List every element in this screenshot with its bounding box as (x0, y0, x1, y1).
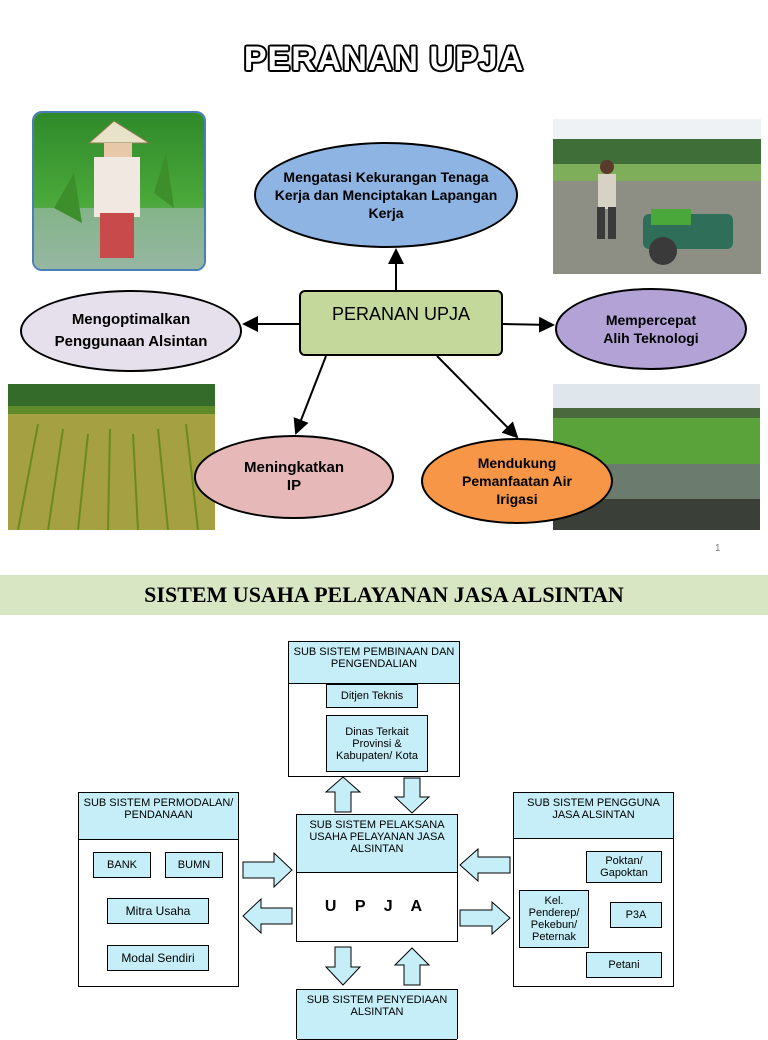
arrow-up-from-penyediaan (393, 947, 431, 986)
slide-title: PERANAN UPJA (243, 40, 525, 78)
photo-farmer-seedlings (32, 111, 206, 271)
arrow-to-right (502, 316, 555, 333)
upja-label-wrap: U P J A (297, 873, 457, 941)
arrow-right-to-pengguna (459, 900, 511, 936)
upja-label: U P J A (324, 898, 430, 915)
role-bottom-right-label: Mendukung Pemanfaatan Air Irigasi (462, 455, 572, 507)
role-bottom-left-label: Meningkatkan IP (243, 459, 345, 494)
role-right-label: Mempercepat Alih Teknologi (603, 312, 699, 346)
slide2-title: SISTEM USAHA PELAYANAN JASA ALSINTAN (144, 582, 624, 607)
subsystem-permodalan-header: SUB SISTEM PERMODALAN/ PENDANAAN (79, 793, 238, 840)
arrow-to-bottom-right (436, 355, 519, 439)
slide-peranan-upja: PERANAN UPJA (8, 40, 761, 554)
item-poktan: Poktan/ Gapoktan (586, 851, 662, 883)
subsystem-penyediaan-header: SUB SISTEM PENYEDIAAN ALSINTAN (297, 990, 457, 1040)
center-box-label: PERANAN UPJA (331, 304, 471, 324)
arrow-left-from-pengguna (459, 847, 511, 883)
role-left-label: Mengoptimalkan Penggunaan Alsintan (54, 311, 208, 350)
role-top-label: Mengatasi Kekurangan Tenaga Kerja dan Me… (274, 169, 498, 221)
item-petani: Petani (586, 952, 662, 978)
role-ellipse-bottom-right: Mendukung Pemanfaatan Air Irigasi (421, 438, 613, 524)
subsystem-permodalan: SUB SISTEM PERMODALAN/ PENDANAAN BANK BU… (78, 792, 239, 987)
item-mitra-usaha: Mitra Usaha (107, 898, 209, 924)
subsystem-pembinaan-header: SUB SISTEM PEMBINAAN DAN PENGENDALIAN (289, 642, 459, 684)
subsystem-penyediaan: SUB SISTEM PENYEDIAAN ALSINTAN (296, 989, 458, 1040)
photo-hand-tractor (553, 119, 761, 274)
role-ellipse-top: Mengatasi Kekurangan Tenaga Kerja dan Me… (254, 142, 518, 248)
item-p3a: P3A (610, 902, 662, 928)
slide2-title-banner: SISTEM USAHA PELAYANAN JASA ALSINTAN (0, 575, 768, 615)
item-dinas-terkait: Dinas Terkait Provinsi & Kabupaten/ Kota (326, 715, 428, 772)
role-ellipse-bottom-left: Meningkatkan IP (194, 435, 394, 519)
subsystem-pelaksana-header: SUB SISTEM PELAKSANA USAHA PELAYANAN JAS… (297, 815, 457, 873)
item-modal-sendiri: Modal Sendiri (107, 945, 209, 971)
arrow-down-to-penyediaan (324, 946, 362, 986)
item-bumn: BUMN (165, 852, 223, 878)
arrow-up-to-pembinaan (324, 776, 362, 813)
connector-arrows (242, 248, 555, 439)
center-box-peranan-upja: PERANAN UPJA (299, 290, 503, 356)
arrow-down-from-pembinaan (393, 777, 431, 814)
item-kel-penderep: Kel. Penderep/ Pekebun/ Peternak (519, 890, 589, 948)
arrow-to-bottom-left (293, 355, 327, 435)
photo-rice-field (8, 384, 215, 530)
arrow-right-from-permodalan (242, 851, 293, 889)
subsystem-pembinaan: SUB SISTEM PEMBINAAN DAN PENGENDALIAN Di… (288, 641, 460, 777)
item-bank: BANK (93, 852, 151, 878)
page-number: 1 (715, 543, 721, 554)
role-ellipse-right: Mempercepat Alih Teknologi (555, 288, 747, 370)
role-ellipse-left: Mengoptimalkan Penggunaan Alsintan (20, 290, 242, 372)
item-ditjen-teknis: Ditjen Teknis (326, 684, 418, 708)
subsystem-pengguna-header: SUB SISTEM PENGGUNA JASA ALSINTAN (514, 793, 673, 839)
arrow-left-to-permodalan (242, 897, 293, 935)
subsystem-pelaksana: SUB SISTEM PELAKSANA USAHA PELAYANAN JAS… (296, 814, 458, 942)
subsystem-pengguna: SUB SISTEM PENGGUNA JASA ALSINTAN Poktan… (513, 792, 674, 987)
